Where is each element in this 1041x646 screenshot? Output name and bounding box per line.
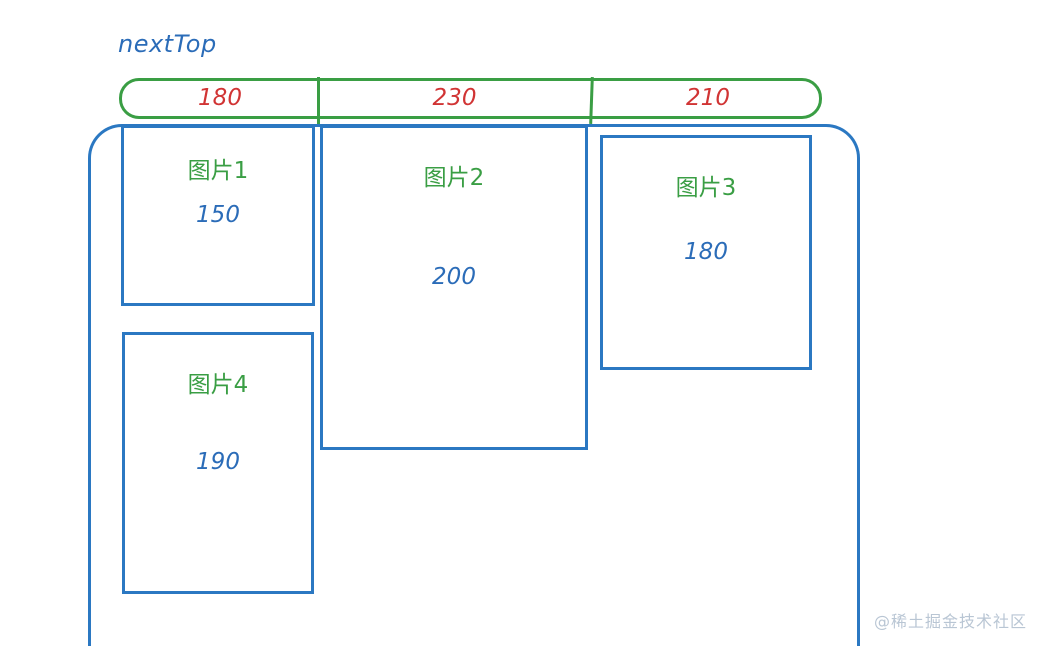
measure-bar-segment-1-value: 180 [198, 84, 242, 111]
image-box-1-title: 图片1 [187, 158, 249, 184]
image-box-1-value: 150 [196, 202, 240, 228]
image-box-2-value: 200 [432, 264, 476, 290]
image-box-4-value: 190 [196, 449, 240, 475]
nexttop-label: nextTop [118, 30, 217, 58]
measure-bar-segment-3: 210 [591, 81, 825, 116]
image-box-3-title: 图片3 [675, 175, 737, 201]
image-box-4-title: 图片4 [187, 372, 249, 398]
measure-bar-segment-1: 180 [122, 81, 318, 116]
measure-bar-segment-2-value: 230 [432, 84, 477, 111]
measure-bar: 180 230 210 [119, 76, 825, 125]
image-box-1: 图片1 150 [121, 125, 315, 306]
image-box-3: 图片3 180 [600, 135, 812, 370]
measure-bar-segment-3-value: 210 [686, 84, 730, 111]
image-box-2-title: 图片2 [423, 165, 485, 191]
image-box-4: 图片4 190 [122, 332, 314, 594]
image-box-3-value: 180 [684, 239, 728, 265]
measure-bar-divider-1 [317, 77, 320, 124]
measure-bar-segment-2: 230 [318, 81, 591, 116]
image-box-2: 图片2 200 [320, 125, 588, 450]
watermark: @稀土掘金技术社区 [873, 612, 1027, 631]
